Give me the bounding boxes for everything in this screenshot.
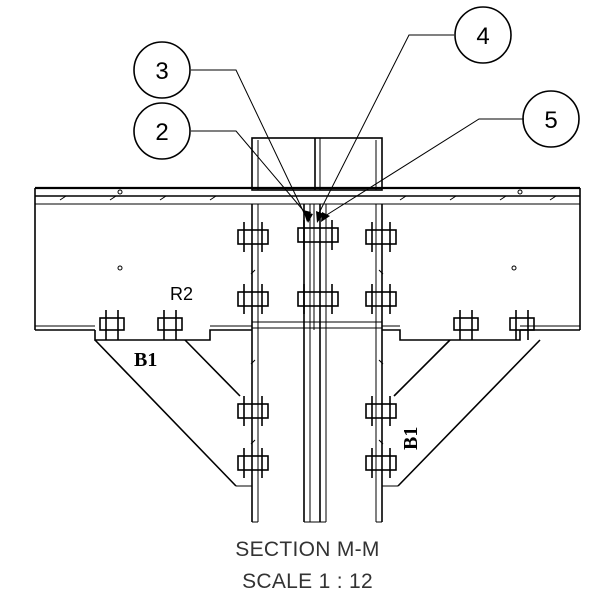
label-b1-right: B1 (400, 427, 422, 450)
callout-2: 2 (133, 102, 191, 160)
callout-3: 3 (133, 41, 191, 99)
section-title: SECTION M-M (235, 538, 380, 561)
left-beam (35, 265, 252, 341)
floor-slab (34, 186, 581, 330)
bolt-group (99, 220, 535, 478)
upper-column (251, 137, 383, 191)
callout-4: 4 (454, 6, 512, 64)
callout-2-number: 2 (155, 119, 168, 146)
arrowhead-5 (321, 212, 330, 222)
callout-5: 5 (522, 90, 580, 148)
scale-label: SCALE 1 : 12 (242, 570, 373, 593)
callout-4-number: 4 (476, 23, 489, 50)
callout-3-number: 3 (155, 58, 168, 85)
leader-lines (191, 34, 524, 223)
label-r2: R2 (170, 284, 193, 304)
left-knee-brace (94, 339, 252, 487)
right-beam (382, 265, 580, 341)
lower-column (251, 204, 383, 523)
arrowhead-2 (305, 212, 313, 223)
right-knee-brace (382, 339, 541, 487)
callout-5-number: 5 (544, 107, 557, 134)
label-b1-left: B1 (134, 349, 157, 371)
